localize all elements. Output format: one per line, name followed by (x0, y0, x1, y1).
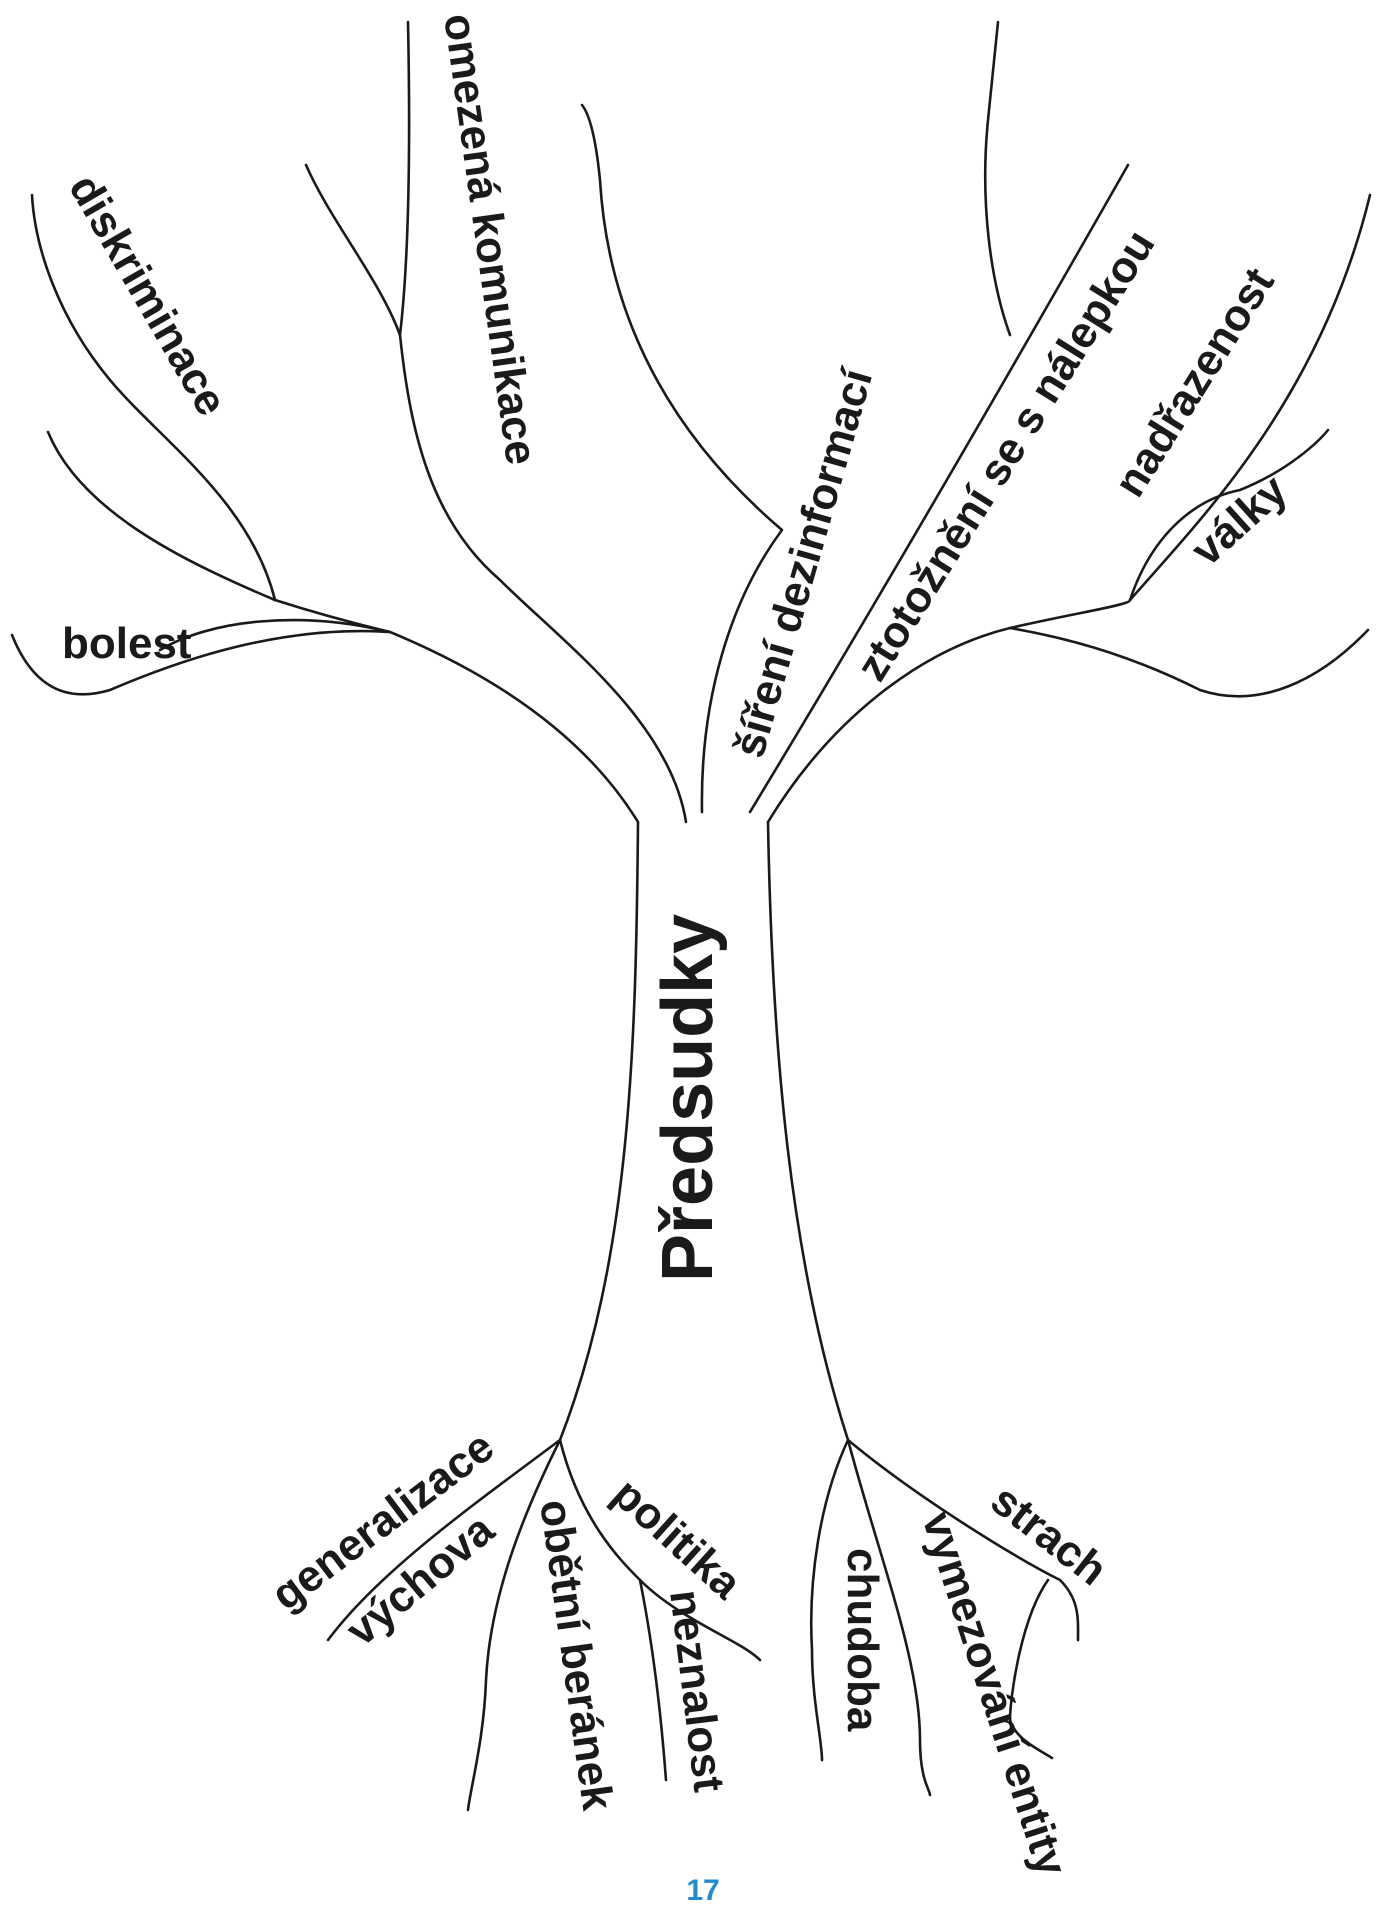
branch-valky-line (1128, 428, 1330, 602)
tree-title: Předsudky (648, 914, 728, 1282)
root-chudoba-line (809, 1438, 850, 1762)
label-omezena-komunikace: omezená komunikace (434, 11, 546, 468)
branch-omezena-top (398, 20, 411, 337)
label-neznalost: neznalost (660, 1587, 733, 1795)
label-chudoba: chudoba (838, 1548, 887, 1732)
trunk-right-line (766, 820, 850, 1442)
label-sireni-dezinformaci: šíření dezinformací (725, 362, 883, 763)
branch-bolest-line (10, 629, 392, 696)
branch-sireni-line (580, 103, 784, 814)
branch-left-outer (158, 618, 640, 824)
label-bolest: bolest (62, 619, 192, 668)
label-diskriminace: diskriminace (59, 167, 236, 424)
branch-nadrazenost-line (1128, 193, 1372, 602)
root-vymezovani-line (846, 1438, 932, 1797)
root-strach-line (846, 1438, 1080, 1642)
branch-diskriminace-line (30, 193, 277, 602)
root-neznalost-line (638, 1578, 668, 1782)
label-ztotozneni: ztotožnění se s nálepkou (847, 222, 1165, 690)
branch-bolest-upper (46, 430, 392, 634)
label-politika: politika (603, 1469, 751, 1609)
root-obetni-line (466, 1438, 562, 1812)
root-strach-inner (1008, 1578, 1054, 1760)
branch-right-upper-top (983, 20, 1012, 337)
page-number: 17 (686, 1874, 719, 1907)
branch-right-lower (1008, 626, 1370, 698)
root-generalizace-line (326, 1438, 562, 1642)
branch-omezena-line (304, 163, 688, 824)
trunk-left-line (558, 820, 640, 1442)
branch-right-outer (766, 598, 1132, 824)
label-strach: strach (982, 1475, 1116, 1595)
branch-ztotozneni-line (748, 163, 1130, 814)
